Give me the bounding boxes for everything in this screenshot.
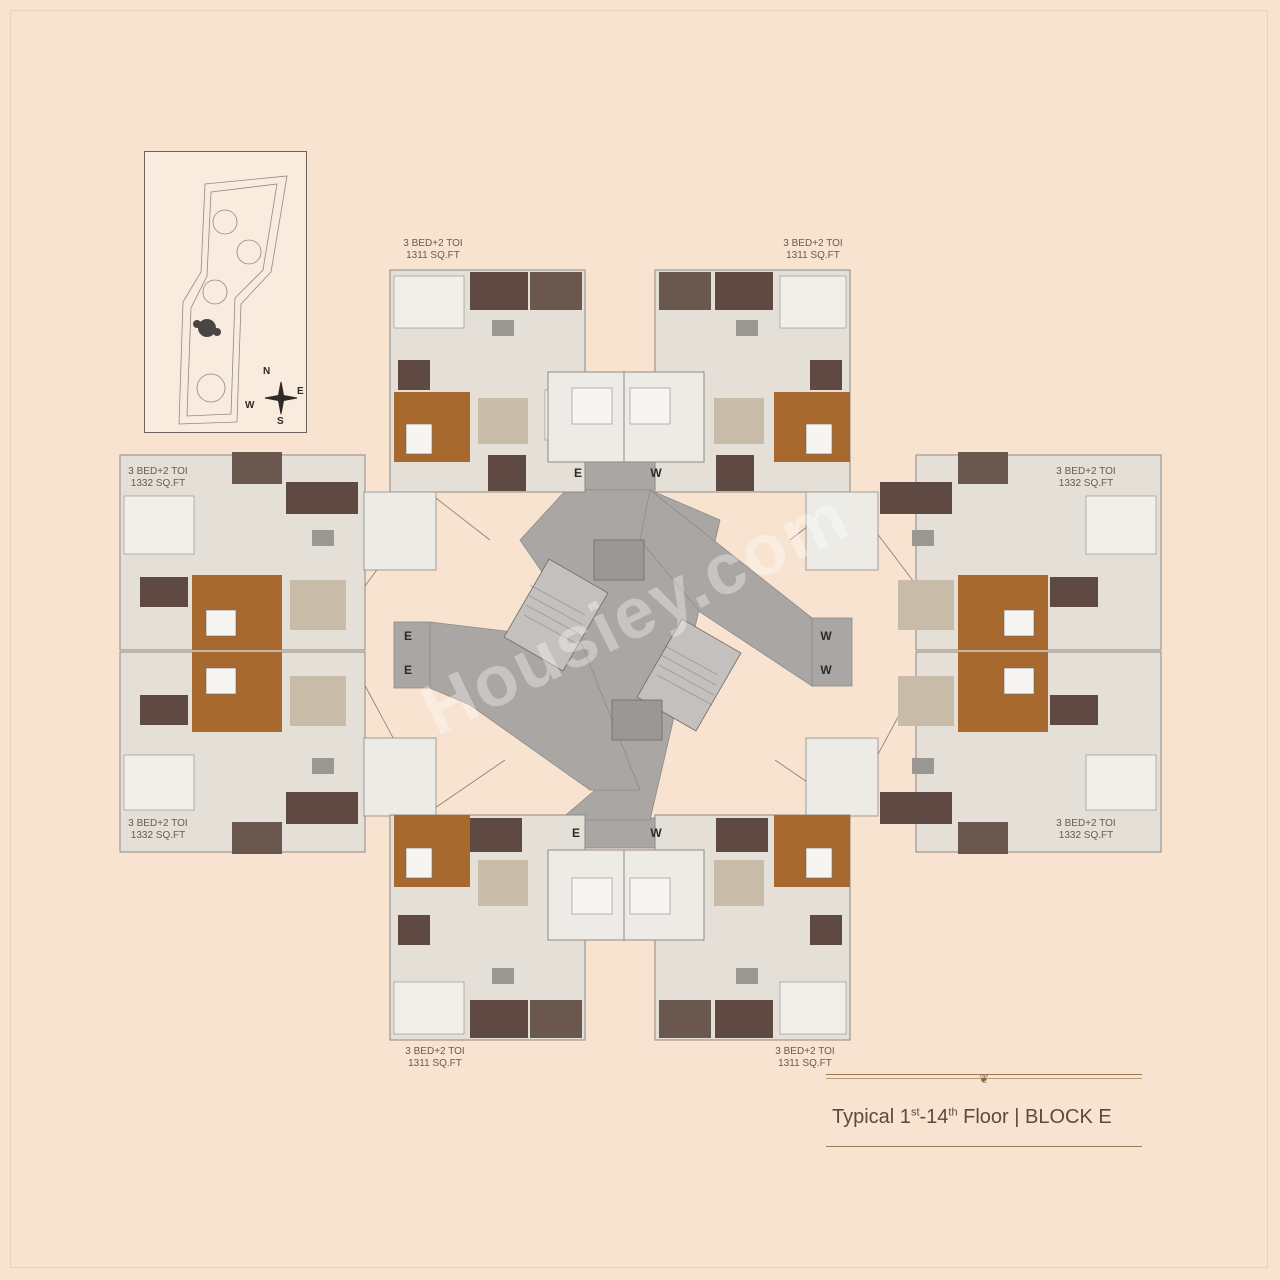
unit-config: 3 BED+2 TOI bbox=[1056, 818, 1116, 829]
dining-tables bbox=[312, 320, 934, 984]
unit-config: 3 BED+2 TOI bbox=[405, 1046, 465, 1057]
unit-label-bottom-left: 3 BED+2 TOI 1311 SQ.FT bbox=[355, 1046, 515, 1070]
lift-marker-west: W bbox=[820, 629, 832, 643]
unit-config: 3 BED+2 TOI bbox=[775, 1046, 835, 1057]
unit-label-right-bottom: 3 BED+2 TOI 1332 SQ.FT bbox=[1006, 818, 1166, 842]
site-key-plan-drawing bbox=[178, 175, 298, 425]
compass-n: N bbox=[263, 366, 271, 377]
unit-area: 1311 SQ.FT bbox=[406, 250, 460, 261]
title-rule-top-inner bbox=[826, 1078, 1142, 1079]
compass-s: S bbox=[277, 416, 284, 427]
unit-top-left-wing bbox=[547, 371, 625, 463]
unit-area: 1332 SQ.FT bbox=[130, 830, 186, 841]
plan-title: Typical 1st-14th Floor | BLOCK E bbox=[832, 1106, 1142, 1129]
lift-marker-west: W bbox=[820, 663, 832, 677]
unit-left-top bbox=[119, 452, 437, 651]
lift-marker-east: E bbox=[573, 466, 582, 480]
unit-config: 3 BED+2 TOI bbox=[403, 238, 463, 249]
compass-w: W bbox=[245, 400, 255, 411]
title-prefix: Typical 1 bbox=[832, 1106, 911, 1128]
lift-marker-west: W bbox=[650, 826, 662, 840]
unit-label-top-left: 3 BED+2 TOI 1311 SQ.FT bbox=[353, 238, 513, 262]
title-block: ❦ Typical 1st-14th Floor | BLOCK E bbox=[826, 1070, 1142, 1150]
unit-label-left-bottom: 3 BED+2 TOI 1332 SQ.FT bbox=[78, 818, 238, 842]
core-stairs bbox=[503, 539, 742, 741]
title-middle: -14 bbox=[919, 1106, 949, 1128]
title-suffix: Floor | BLOCK E bbox=[957, 1106, 1112, 1128]
unit-bottom-right-wing bbox=[623, 849, 705, 941]
title-sup-2: th bbox=[948, 1106, 958, 1119]
unit-area: 1332 SQ.FT bbox=[1058, 830, 1114, 841]
unit-label-top-right: 3 BED+2 TOI 1311 SQ.FT bbox=[733, 238, 893, 262]
unit-left-bottom bbox=[119, 651, 437, 854]
lift-marker-east: E bbox=[571, 826, 580, 840]
title-rule-bottom bbox=[826, 1146, 1142, 1147]
ornament-icon: ❦ bbox=[978, 1072, 990, 1086]
unit-config: 3 BED+2 TOI bbox=[128, 818, 188, 829]
key-plan: N E S W bbox=[144, 151, 307, 433]
compass-icon bbox=[264, 381, 298, 415]
lift-marker-west: W bbox=[650, 466, 662, 480]
unit-label-right-top: 3 BED+2 TOI 1332 SQ.FT bbox=[1006, 466, 1166, 490]
unit-area: 1332 SQ.FT bbox=[1058, 478, 1114, 489]
unit-area: 1311 SQ.FT bbox=[408, 1058, 462, 1069]
unit-top-right-wing bbox=[623, 371, 705, 463]
unit-config: 3 BED+2 TOI bbox=[783, 238, 843, 249]
unit-config: 3 BED+2 TOI bbox=[128, 466, 188, 477]
unit-config: 3 BED+2 TOI bbox=[1056, 466, 1116, 477]
unit-area: 1311 SQ.FT bbox=[786, 250, 840, 261]
page-border bbox=[10, 10, 1268, 1268]
lift-marker-east: E bbox=[403, 629, 412, 643]
unit-label-bottom-right: 3 BED+2 TOI 1311 SQ.FT bbox=[725, 1046, 885, 1070]
title-sup-1: st bbox=[910, 1106, 920, 1119]
title-rule-top bbox=[826, 1074, 1142, 1075]
unit-area: 1332 SQ.FT bbox=[130, 478, 186, 489]
unit-bottom-left-wing bbox=[547, 849, 625, 941]
unit-right-top bbox=[805, 452, 1162, 651]
unit-right-bottom bbox=[805, 651, 1162, 854]
stair-treads bbox=[523, 584, 719, 706]
unit-label-left-top: 3 BED+2 TOI 1332 SQ.FT bbox=[78, 466, 238, 490]
lift-marker-east: E bbox=[403, 663, 412, 677]
compass-e: E bbox=[297, 386, 304, 397]
beds bbox=[205, 423, 1035, 879]
unit-area: 1311 SQ.FT bbox=[778, 1058, 832, 1069]
